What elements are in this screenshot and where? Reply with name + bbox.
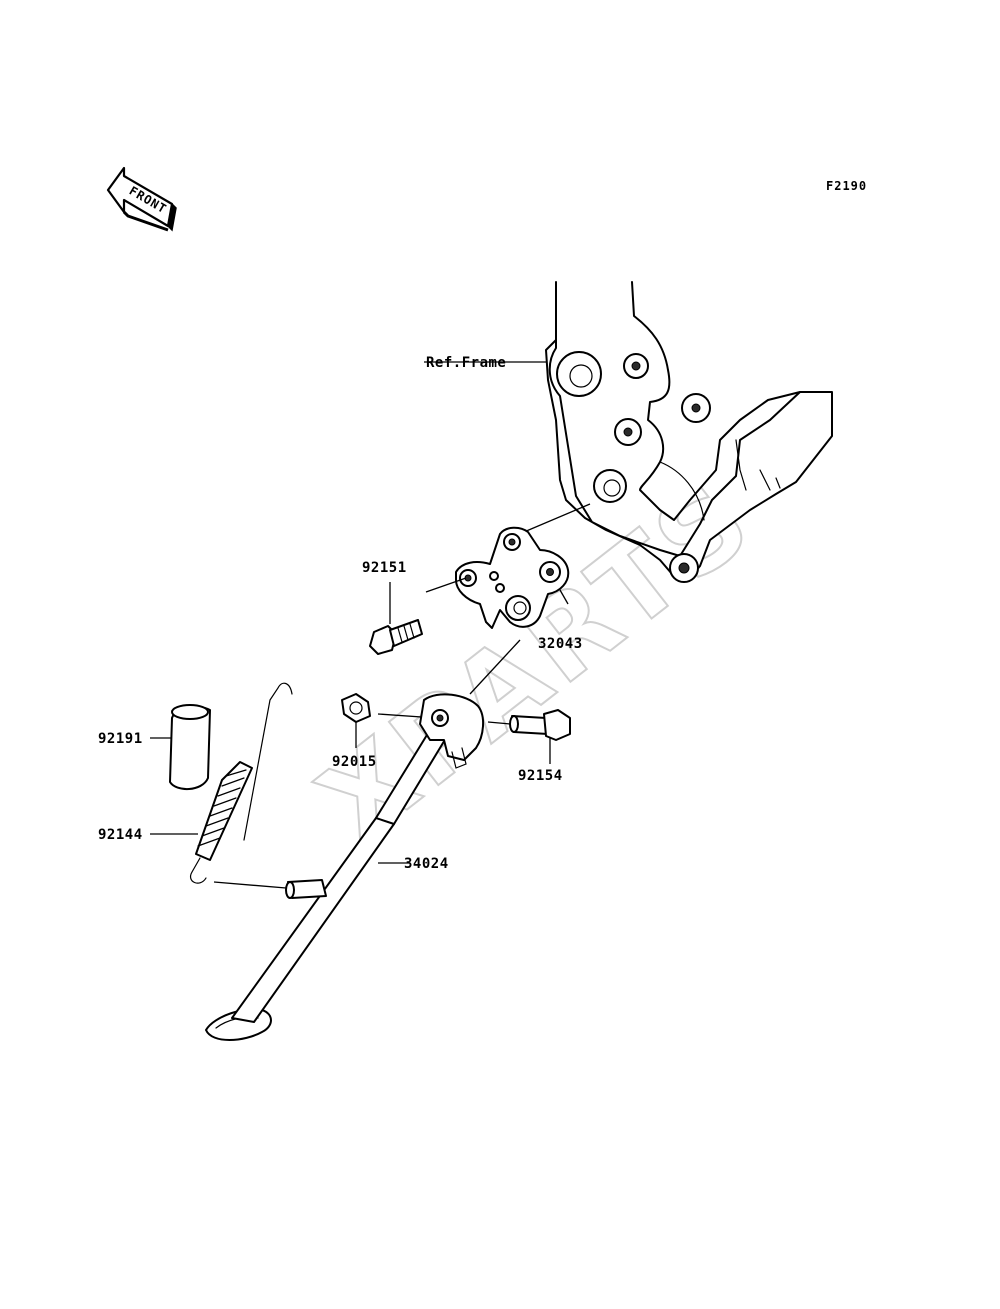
label-92191: 92191	[98, 731, 143, 747]
front-arrow-icon: FRONT	[106, 166, 177, 232]
frame	[545, 281, 833, 583]
label-92144: 92144	[98, 827, 143, 843]
bolt-92154-line	[487, 721, 511, 725]
spring-pin	[285, 879, 327, 899]
bracket-32043	[455, 526, 570, 629]
label-92015: 92015	[332, 754, 377, 770]
label-92151: 92151	[362, 560, 407, 576]
nut-92015	[341, 693, 371, 723]
pin-line	[213, 881, 287, 889]
cover-92191	[169, 704, 211, 790]
bolt-92151-line	[425, 577, 467, 593]
frame-connection-line	[523, 503, 591, 533]
label-32043: 32043	[538, 636, 583, 652]
bolt-92154	[509, 709, 571, 741]
stand-to-bracket-line	[469, 639, 521, 695]
bolt-92151	[369, 619, 423, 655]
label-34024: 34024	[404, 856, 449, 872]
spring-92144	[190, 682, 293, 884]
label-ref-frame: Ref.Frame	[426, 355, 506, 371]
p32043-leader	[559, 589, 569, 605]
label-92154: 92154	[518, 768, 563, 784]
side-stand-34024	[205, 693, 484, 1041]
figure-code: F2190	[826, 179, 867, 193]
